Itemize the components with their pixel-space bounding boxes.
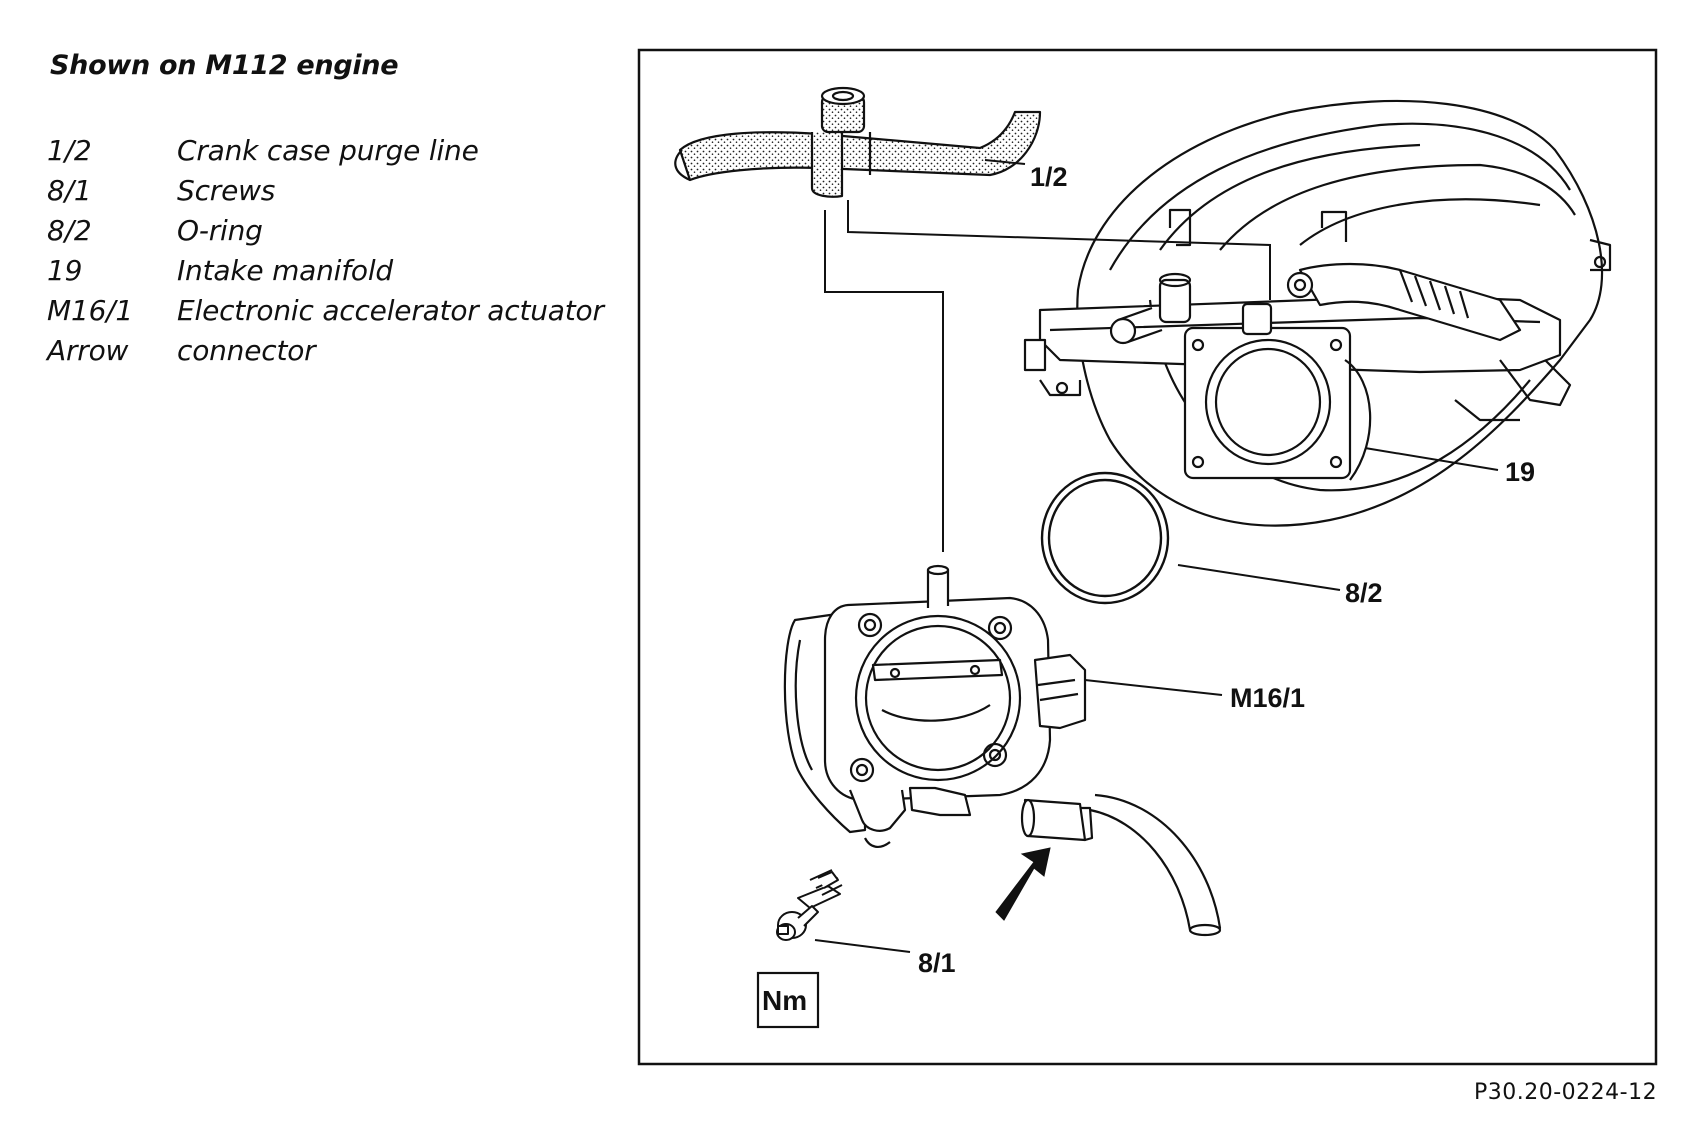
- legend-text: connector: [177, 334, 316, 367]
- legend-key: M16/1: [47, 294, 134, 327]
- leader-m16-1: [1084, 679, 1223, 696]
- figure-frame: [637, 48, 1658, 1066]
- leader-8-2: [1177, 564, 1341, 591]
- legend-key: 19: [47, 254, 83, 287]
- legend-text: Screws: [177, 174, 276, 207]
- legend-key: 1/2: [47, 134, 92, 167]
- leader-1-2: [984, 159, 1026, 165]
- purge-line-drawing: [674, 86, 1042, 198]
- actuator-drawing: [783, 564, 1087, 848]
- leader-8-1: [814, 939, 911, 953]
- callout-actuator: M16/1: [1230, 683, 1305, 713]
- screw-drawing: [776, 869, 843, 941]
- legend-text: Electronic accelerator actuator: [177, 294, 604, 327]
- legend-key: 8/2: [47, 214, 92, 247]
- callout-purge-line: 1/2: [1030, 162, 1068, 192]
- legend-text: Intake manifold: [177, 254, 393, 287]
- legend-title: Shown on M112 engine: [50, 50, 399, 81]
- callout-screws: 8/1: [918, 948, 956, 978]
- legend-text: O-ring: [177, 214, 263, 247]
- torque-box: [756, 971, 820, 1029]
- purge-line-connection-lines: [824, 200, 1271, 552]
- o-ring-drawing: [1040, 471, 1170, 605]
- torque-box-label: Nm: [762, 985, 807, 1016]
- legend-key: Arrow: [47, 334, 129, 367]
- intake-manifold-drawing: [1023, 99, 1612, 527]
- leader-19: [1364, 447, 1499, 471]
- legend-key: 8/1: [47, 174, 92, 207]
- callout-o-ring: 8/2: [1345, 578, 1383, 608]
- legend-text: Crank case purge line: [177, 134, 479, 167]
- callout-intake-manifold: 19: [1505, 457, 1535, 487]
- figure-number: P30.20-0224-12: [1474, 1080, 1658, 1105]
- connector-arrow: [995, 847, 1051, 921]
- callout-leaders: [814, 159, 1499, 953]
- connector-drawing: [1020, 793, 1222, 937]
